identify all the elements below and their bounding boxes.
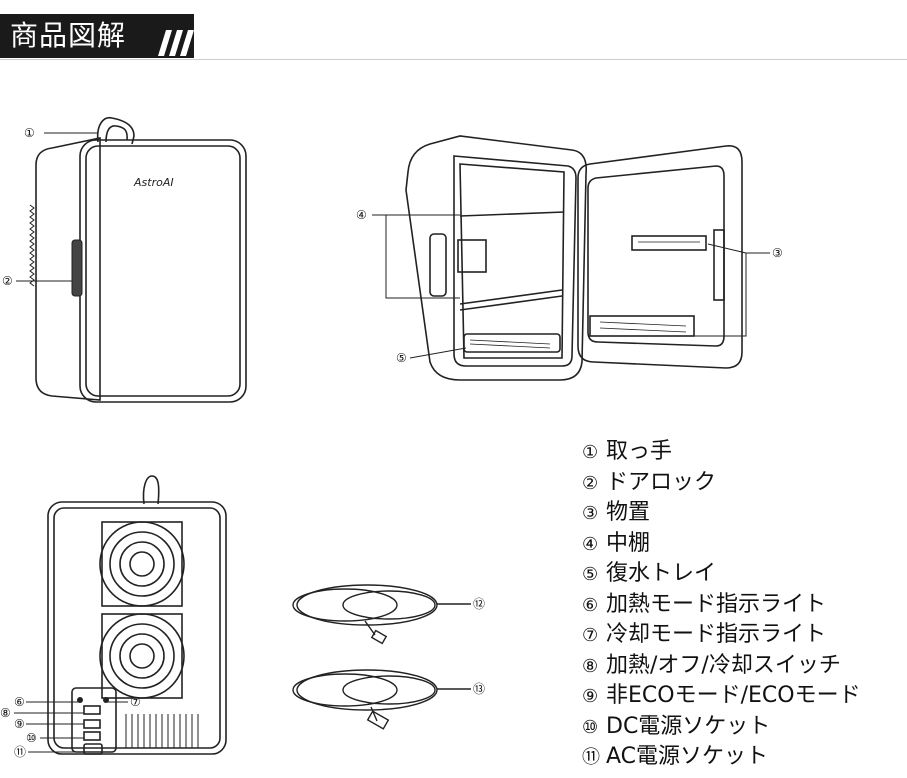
legend-number: ④ xyxy=(582,533,599,555)
legend-item: ⑩ DC電源ソケット xyxy=(582,712,907,743)
legend-number: ⑦ xyxy=(582,625,599,646)
legend-label: 取っ手 xyxy=(606,439,673,464)
brand-logo-text: AstroAI xyxy=(133,176,174,189)
legend-item: ⑪ AC電源ソケット xyxy=(582,742,907,773)
legend-label: AC電源ソケット xyxy=(606,744,769,769)
legend-number: ③ xyxy=(582,503,599,524)
callout-mode-switch: ⑧ xyxy=(0,706,11,720)
legend-label: 加熱/オフ/冷却スイッチ xyxy=(606,652,841,678)
legend-item: ⑥ 加熱モード指示ライト xyxy=(582,590,907,621)
legend-label: 物置 xyxy=(606,500,651,525)
legend-item: ⑦ 冷却モード指示ライト xyxy=(582,620,907,651)
callout-ac-socket: ⑪ xyxy=(14,745,26,759)
legend-number: ⑤ xyxy=(582,564,599,585)
callout-cool-light: ⑦ xyxy=(130,695,141,709)
callout-drip-tray: ⑤ xyxy=(396,351,407,365)
header-rule xyxy=(0,59,907,60)
callout-eco-switch: ⑨ xyxy=(14,717,25,731)
power-cables-illustration: ⑫ ⑬ xyxy=(292,584,485,730)
legend-item: ⑨ 非ECOモード/ECOモード xyxy=(582,681,907,712)
legend-number: ⑪ xyxy=(582,747,600,768)
legend-label: DC電源ソケット xyxy=(606,713,771,739)
fridge-open-illustration: ④ ⑤ ③ xyxy=(356,135,783,381)
legend-number: ⑥ xyxy=(582,594,599,616)
legend-label: ドアロック xyxy=(606,469,717,495)
callout-dc-socket: ⑩ xyxy=(26,731,37,745)
legend-label: 加熱モード指示ライト xyxy=(606,591,827,617)
legend-item: ① 取っ手 xyxy=(582,437,907,468)
callout-shelf: ④ xyxy=(356,208,367,222)
legend-label: 非ECOモード/ECOモード xyxy=(606,683,861,708)
legend-item: ⑤ 復水トレイ xyxy=(582,559,907,590)
callout-door-rack: ③ xyxy=(772,246,783,260)
legend-number: ⑨ xyxy=(582,686,599,707)
section-title-bar: 商品図解 xyxy=(0,14,194,58)
legend-label: 復水トレイ xyxy=(606,561,717,586)
legend-item: ③ 物置 xyxy=(582,498,907,529)
callout-handle: ① xyxy=(24,126,35,140)
section-title: 商品図解 xyxy=(10,19,127,52)
slash-decoration-icon xyxy=(158,30,194,56)
legend-number: ⑧ xyxy=(582,655,599,677)
legend-number: ⑩ xyxy=(582,716,599,738)
legend-item: ④ 中棚 xyxy=(582,529,907,560)
callout-heat-light: ⑥ xyxy=(14,695,25,709)
parts-legend: ① 取っ手 ② ドアロック ③ 物置 ④ 中棚 ⑤ 復水トレイ ⑥ 加熱モード指示ライト ⑦… xyxy=(582,437,907,773)
legend-item: ② ドアロック xyxy=(582,468,907,499)
legend-item: ⑧ 加熱/オフ/冷却スイッチ xyxy=(582,651,907,682)
callout-door-lock: ② xyxy=(2,274,13,288)
callout-dc-cable: ⑬ xyxy=(473,682,485,696)
legend-number: ② xyxy=(582,472,599,494)
legend-number: ① xyxy=(582,442,599,463)
fridge-front-illustration: AstroAI ① ② xyxy=(2,116,247,403)
legend-label: 中棚 xyxy=(606,530,651,556)
fridge-back-illustration: ⑥ ⑦ ⑧ ⑨ ⑩ ⑪ xyxy=(0,475,227,759)
callout-ac-cable: ⑫ xyxy=(473,597,485,611)
legend-label: 冷却モード指示ライト xyxy=(606,622,827,647)
